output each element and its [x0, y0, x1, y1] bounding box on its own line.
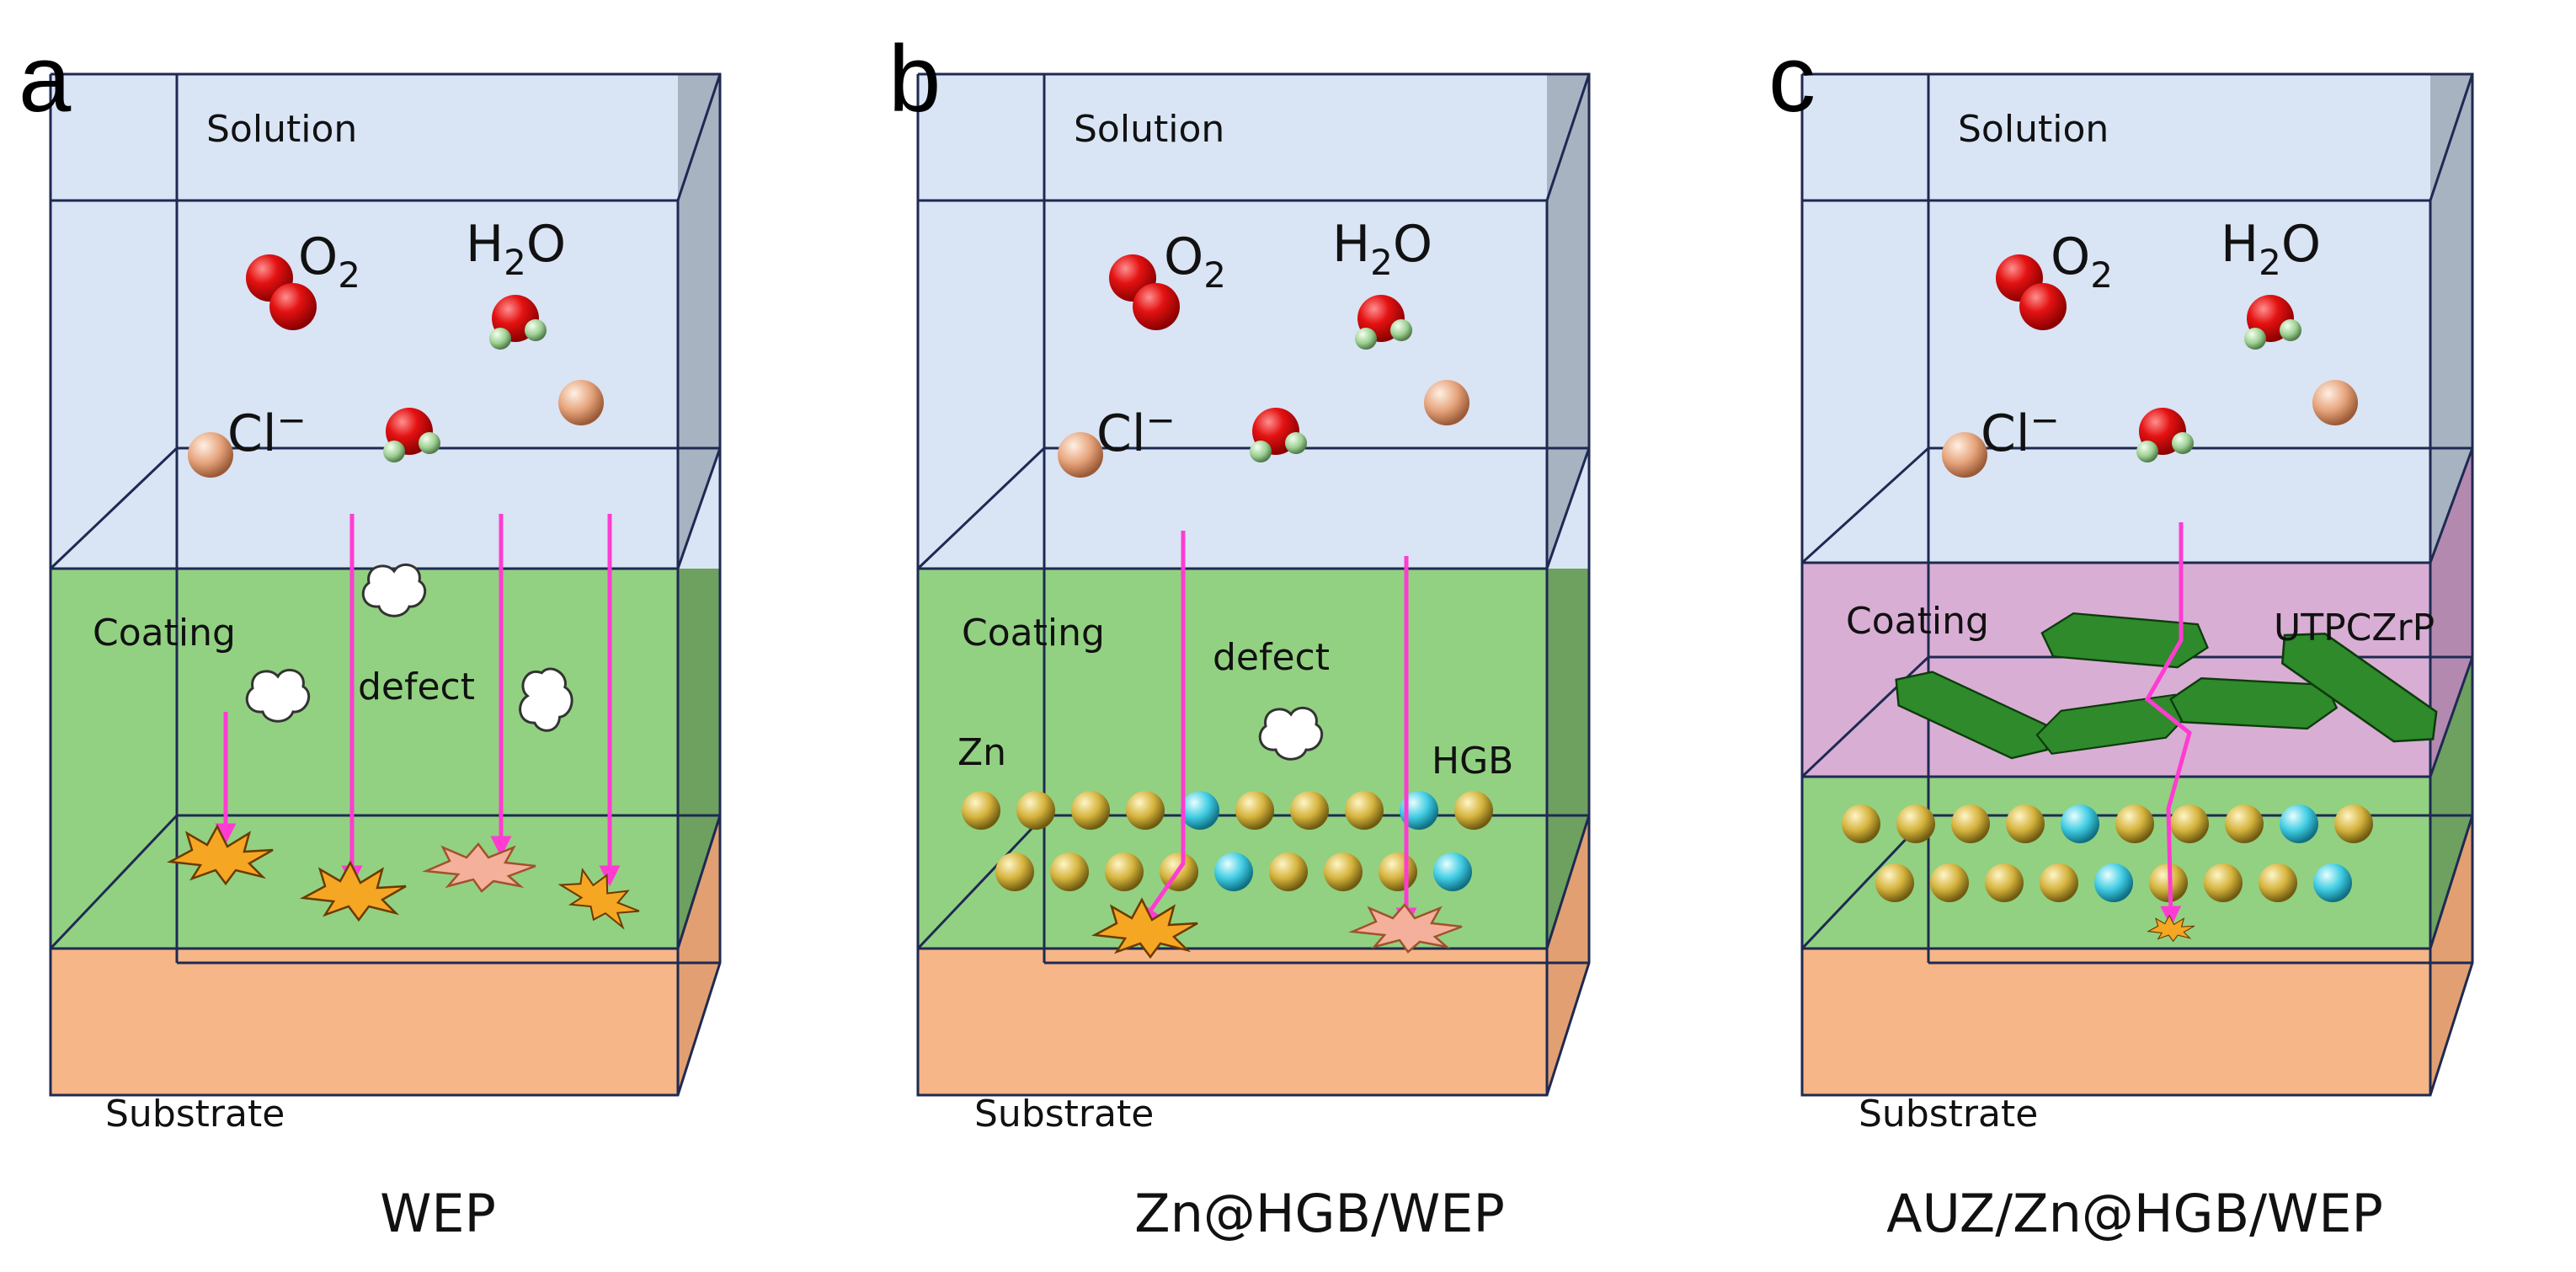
chloride-label: Cl− — [1981, 399, 2060, 463]
solution-label: Solution — [206, 108, 357, 151]
panel-caption: WEP — [380, 1183, 496, 1244]
solution-layer — [1802, 74, 2472, 563]
panel-c: c Solution Coating UTPCZrP Substrate O2 … — [1768, 26, 2474, 1244]
chloride-label: Cl− — [1096, 399, 1176, 463]
defect-label: defect — [1213, 636, 1330, 679]
solution-layer — [918, 74, 1589, 569]
substrate-label: Substrate — [1859, 1093, 2038, 1136]
diffusion-arrow — [1139, 531, 1186, 927]
substrate-label: Substrate — [974, 1093, 1154, 1136]
panel-b: b Solution Coating defect Zn HGB Substra… — [888, 26, 1591, 1244]
zinc-primer-layer — [1802, 777, 2430, 949]
o2-label: O2 — [298, 227, 360, 296]
coating-label: Coating — [1846, 600, 1989, 643]
topcoat-label: UTPCZrP — [2274, 607, 2435, 649]
panel-a: a Solution Coating defect Substrate O2 H… — [19, 26, 722, 1244]
substrate-front — [918, 949, 1547, 1095]
solution-label: Solution — [1958, 108, 2109, 151]
coating-label: Coating — [93, 612, 236, 655]
substrate-label: Substrate — [105, 1093, 285, 1136]
panel-letter: a — [19, 26, 72, 131]
h2o-label: H2O — [1332, 215, 1432, 283]
h2o-label: H2O — [466, 215, 566, 283]
chloride-ion — [558, 380, 604, 425]
hgb-label: HGB — [1432, 740, 1513, 783]
tortuous-diffusion-arrow — [2144, 522, 2192, 927]
panel-caption: AUZ/Zn@HGB/WEP — [1886, 1183, 2383, 1244]
substrate-front — [1802, 949, 2430, 1095]
zinc-particle-row — [995, 852, 1472, 891]
defect-label: defect — [358, 665, 475, 708]
chloride-ion — [1424, 380, 1469, 425]
h2o-label: H2O — [2221, 215, 2321, 283]
panel-letter: b — [888, 26, 941, 131]
chloride-ion — [188, 432, 233, 478]
panel-caption: Zn@HGB/WEP — [1134, 1183, 1505, 1244]
zn-label: Zn — [957, 731, 1006, 774]
substrate-front — [51, 949, 678, 1095]
solution-layer — [51, 74, 720, 569]
o2-label: O2 — [1164, 227, 1226, 296]
coating-label: Coating — [962, 612, 1105, 655]
chloride-label: Cl− — [227, 399, 307, 463]
panel-letter: c — [1768, 26, 1816, 131]
solution-label: Solution — [1074, 108, 1224, 151]
zinc-particle-row — [1875, 863, 2352, 902]
o2-label: O2 — [2051, 227, 2113, 296]
chloride-ion — [2312, 380, 2358, 425]
